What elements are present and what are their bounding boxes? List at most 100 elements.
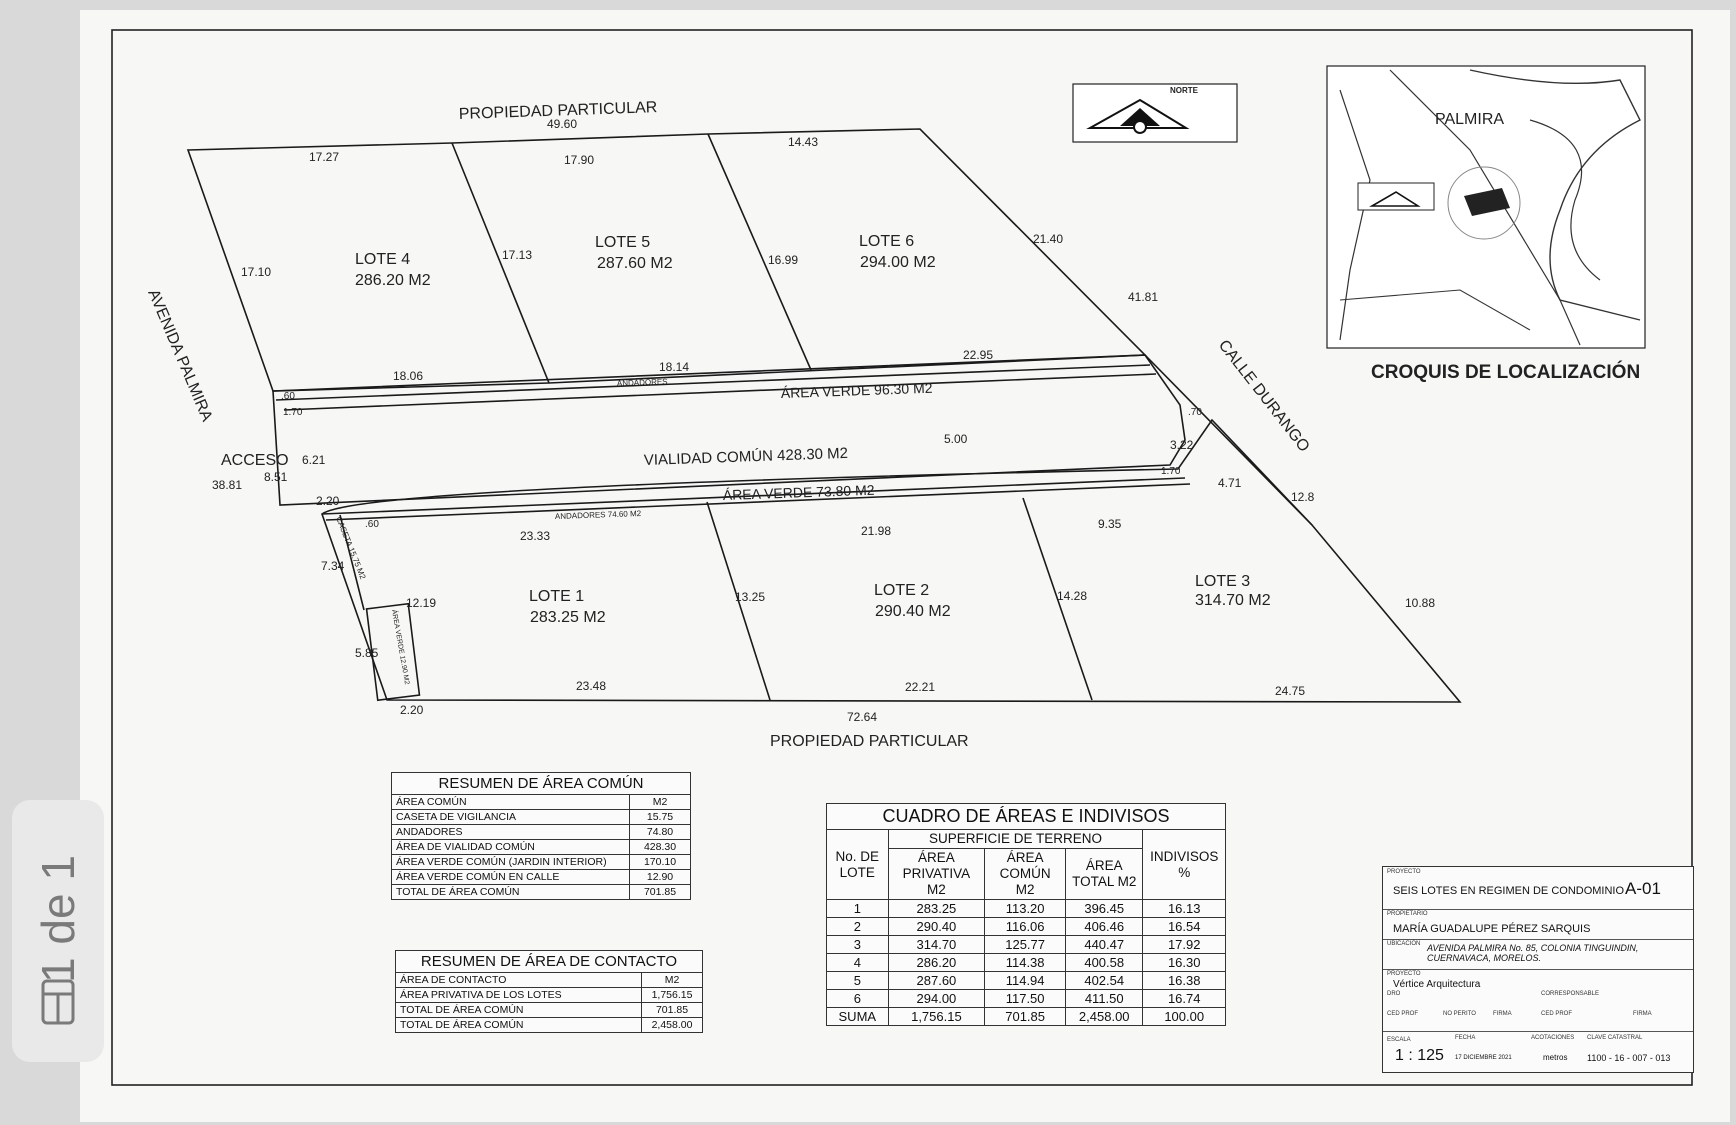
svg-text:VIALIDAD COMÚN 428.30 M2: VIALIDAD COMÚN 428.30 M2 [644, 445, 849, 469]
svg-text:18.14: 18.14 [659, 360, 689, 374]
svg-text:17.10: 17.10 [241, 265, 271, 279]
boundary-west: AVENIDA PALMIRA [144, 287, 215, 424]
svg-text:.60: .60 [281, 391, 295, 402]
svg-text:LOTE 6: LOTE 6 [859, 233, 914, 250]
svg-text:ÁREA VERDE 96.30 M2: ÁREA VERDE 96.30 M2 [781, 380, 933, 401]
svg-text:ACCESO: ACCESO [221, 452, 289, 469]
areas-table: CUADRO DE ÁREAS E INDIVISOS No. DE LOTE … [826, 803, 1226, 1026]
sheet-number: A-01 [1625, 879, 1661, 898]
page-indicator-label: 1 de 1 [32, 855, 84, 983]
svg-text:286.20 M2: 286.20 M2 [355, 272, 431, 289]
svg-text:.70: .70 [1188, 407, 1202, 418]
table-header: ÁREA COMÚN M2 [391, 794, 691, 810]
svg-text:16.99: 16.99 [768, 253, 798, 267]
svg-text:22.95: 22.95 [963, 348, 993, 362]
svg-text:12.19: 12.19 [406, 596, 436, 610]
svg-text:38.81: 38.81 [212, 478, 242, 492]
svg-text:LOTE 2: LOTE 2 [874, 582, 929, 599]
svg-text:7.34: 7.34 [321, 559, 345, 573]
lot-lines [186, 128, 1462, 703]
svg-text:314.70 M2: 314.70 M2 [1195, 592, 1271, 609]
svg-text:6.21: 6.21 [302, 453, 326, 467]
svg-text:290.40 M2: 290.40 M2 [875, 603, 951, 620]
lot-labels: LOTE 4 286.20 M2 LOTE 5 287.60 M2 LOTE 6… [355, 233, 1271, 626]
location-map: PALMIRA [1326, 65, 1646, 349]
location-map-title: CROQUIS DE LOCALIZACIÓN [1371, 361, 1640, 383]
svg-text:17.90: 17.90 [564, 153, 594, 167]
svg-text:LOTE 5: LOTE 5 [595, 234, 650, 251]
table-row: ÁREA VERDE COMÚN (JARDIN INTERIOR)170.10 [391, 854, 691, 870]
boundary-south: PROPIEDAD PARTICULAR [770, 733, 969, 750]
svg-text:17.13: 17.13 [502, 248, 532, 262]
svg-text:PALMIRA: PALMIRA [1435, 111, 1504, 128]
svg-text:72.64: 72.64 [847, 710, 877, 724]
page-indicator[interactable]: 1 de 1 [12, 800, 104, 1062]
dimension-labels: 49.60 17.27 17.90 14.43 17.10 17.13 16.9… [212, 117, 1435, 724]
svg-text:1.70: 1.70 [283, 407, 303, 418]
boundary-north: PROPIEDAD PARTICULAR [459, 99, 658, 123]
svg-text:23.48: 23.48 [576, 679, 606, 693]
svg-text:287.60 M2: 287.60 M2 [597, 255, 673, 272]
common-area-summary-table: RESUMEN DE ÁREA COMÚN ÁREA COMÚN M2 CASE… [391, 772, 691, 900]
svg-text:5.85: 5.85 [355, 646, 379, 660]
sheet-border [111, 29, 1693, 1086]
svg-text:9.35: 9.35 [1098, 517, 1122, 531]
table-header: ÁREA DE CONTACTO M2 [395, 972, 703, 988]
svg-text:LOTE 3: LOTE 3 [1195, 573, 1250, 590]
svg-text:294.00 M2: 294.00 M2 [860, 254, 936, 271]
svg-text:ANDADORES 74.60 M2: ANDADORES 74.60 M2 [555, 509, 642, 521]
svg-text:ÁREA VERDE 73.80 M2: ÁREA VERDE 73.80 M2 [723, 482, 875, 503]
svg-text:LOTE 1: LOTE 1 [529, 588, 584, 605]
svg-text:17.27: 17.27 [309, 150, 339, 164]
svg-text:5.00: 5.00 [944, 432, 968, 446]
svg-text:13.25: 13.25 [735, 590, 765, 604]
svg-text:12.8: 12.8 [1291, 490, 1315, 504]
svg-text:41.81: 41.81 [1128, 290, 1158, 304]
svg-text:LOTE 4: LOTE 4 [355, 251, 410, 268]
title-block: PROYECTO SEIS LOTES EN REGIMEN DE CONDOM… [1382, 866, 1694, 1073]
svg-text:ÁREA VERDE 12.90 M2: ÁREA VERDE 12.90 M2 [390, 609, 412, 685]
svg-text:2.20: 2.20 [316, 494, 340, 508]
svg-text:ANDADORES: ANDADORES [617, 377, 668, 388]
svg-text:2.20: 2.20 [400, 703, 424, 717]
svg-text:18.06: 18.06 [393, 369, 423, 383]
svg-text:4.71: 4.71 [1218, 476, 1242, 490]
svg-text:24.75: 24.75 [1275, 684, 1305, 698]
contact-area-summary-table: RESUMEN DE ÁREA DE CONTACTO ÁREA DE CONT… [395, 950, 703, 1033]
svg-text:22.21: 22.21 [905, 680, 935, 694]
svg-text:NORTE: NORTE [1170, 86, 1199, 95]
svg-text:.60: .60 [365, 519, 379, 530]
common-area-summary-title: RESUMEN DE ÁREA COMÚN [391, 772, 691, 794]
svg-text:3.22: 3.22 [1170, 438, 1194, 452]
page-icon [41, 979, 75, 1025]
svg-text:1.70: 1.70 [1161, 466, 1181, 477]
svg-text:21.98: 21.98 [861, 524, 891, 538]
north-arrow-icon: NORTE [1072, 83, 1238, 143]
svg-text:10.88: 10.88 [1405, 596, 1435, 610]
areas-table-title: CUADRO DE ÁREAS E INDIVISOS [826, 803, 1226, 829]
svg-text:14.43: 14.43 [788, 135, 818, 149]
svg-text:49.60: 49.60 [547, 117, 577, 131]
svg-text:283.25 M2: 283.25 M2 [530, 609, 606, 626]
contact-area-summary-title: RESUMEN DE ÁREA DE CONTACTO [395, 950, 703, 972]
svg-text:21.40: 21.40 [1033, 232, 1063, 246]
svg-text:8.51: 8.51 [264, 470, 288, 484]
table-header: ÁREA PRIVATIVA M2 ÁREA COMÚN M2 ÁREA TOT… [827, 848, 1226, 900]
table-header: No. DE LOTE SUPERFICIE DE TERRENO INDIVI… [826, 829, 1226, 900]
